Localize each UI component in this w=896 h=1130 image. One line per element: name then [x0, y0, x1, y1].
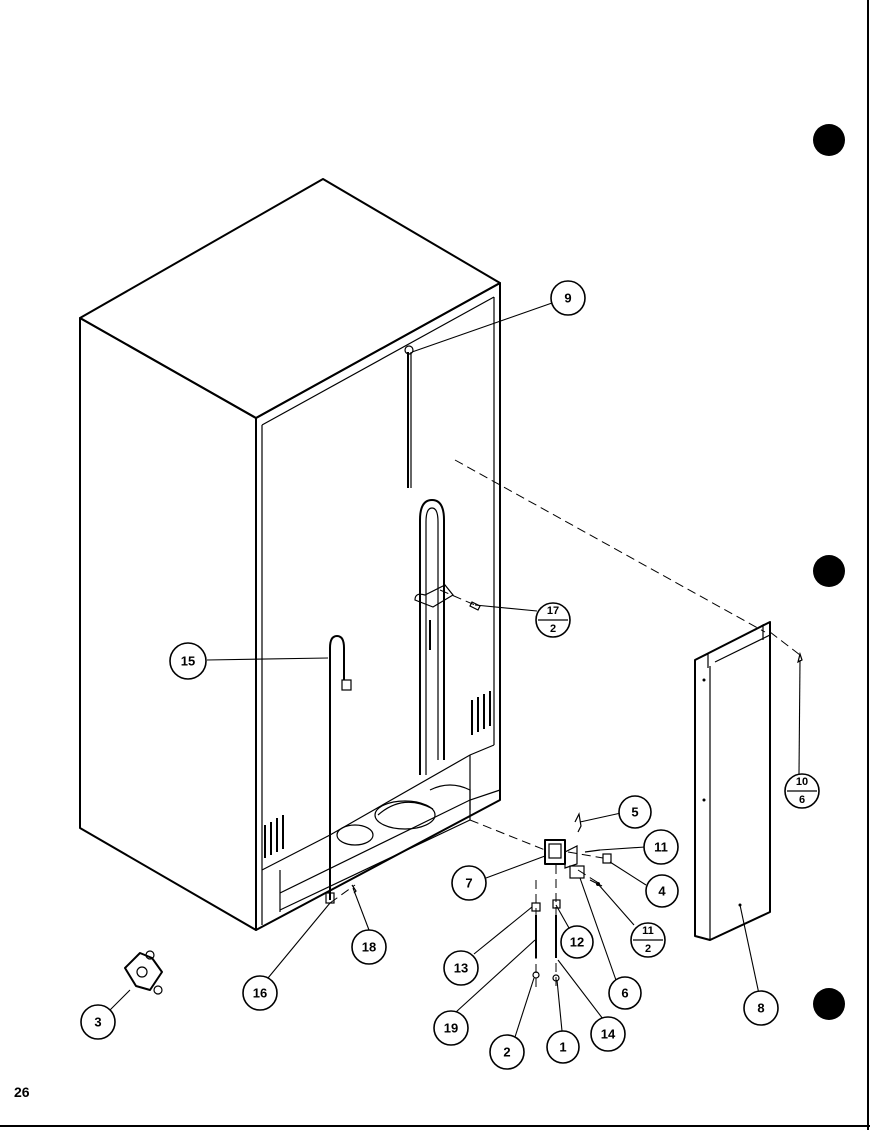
svg-text:3: 3 — [94, 1015, 101, 1030]
punch-hole-top — [813, 124, 845, 156]
part-15-tube — [325, 635, 352, 904]
part-8-bracket — [694, 621, 771, 941]
page-number: 26 — [14, 1084, 30, 1100]
callout-1: 1 — [546, 1030, 580, 1064]
svg-text:2: 2 — [645, 943, 651, 955]
svg-text:6: 6 — [621, 986, 628, 1001]
svg-text:11: 11 — [642, 925, 654, 937]
valve-assembly — [544, 812, 612, 887]
part-3-fitting — [124, 950, 163, 995]
callout-14: 14 — [590, 1016, 626, 1052]
callout-17-over-2: 17 2 — [535, 602, 571, 638]
svg-text:8: 8 — [757, 1001, 764, 1016]
callout-4: 4 — [645, 874, 679, 908]
callout-11: 11 — [643, 829, 679, 865]
svg-text:18: 18 — [362, 940, 376, 955]
svg-text:15: 15 — [181, 654, 195, 669]
callout-11-over-2: 11 2 — [630, 922, 666, 958]
refrigerator-cabinet — [79, 178, 501, 931]
svg-text:5: 5 — [631, 805, 638, 820]
callout-8: 8 — [743, 990, 779, 1026]
callout-2: 2 — [489, 1034, 525, 1070]
svg-text:12: 12 — [570, 935, 584, 950]
punch-hole-middle — [813, 555, 845, 587]
callout-18: 18 — [351, 929, 387, 965]
part-9-tube — [404, 345, 414, 488]
water-tube-loop — [414, 499, 454, 775]
svg-text:11: 11 — [654, 840, 668, 855]
svg-text:9: 9 — [564, 291, 571, 306]
callout-5: 5 — [618, 795, 652, 829]
callout-12: 12 — [560, 925, 594, 959]
punch-hole-bottom — [813, 988, 845, 1020]
svg-text:10: 10 — [796, 776, 808, 788]
svg-text:17: 17 — [547, 605, 559, 617]
binder-punch-holes — [813, 124, 845, 1020]
svg-text:13: 13 — [454, 961, 468, 976]
callout-16: 16 — [242, 975, 278, 1011]
callout-3: 3 — [80, 1004, 116, 1040]
page-border — [0, 0, 870, 1130]
callout-6: 6 — [608, 976, 642, 1010]
svg-text:7: 7 — [465, 876, 472, 891]
svg-text:14: 14 — [601, 1027, 616, 1042]
svg-text:16: 16 — [253, 986, 267, 1001]
svg-text:6: 6 — [799, 794, 805, 806]
callout-15: 15 — [169, 642, 207, 680]
callout-19: 19 — [433, 1010, 469, 1046]
svg-text:2: 2 — [550, 623, 556, 635]
svg-text:2: 2 — [503, 1045, 510, 1060]
svg-text:19: 19 — [444, 1021, 458, 1036]
callout-9: 9 — [550, 280, 586, 316]
callout-13: 13 — [443, 950, 479, 986]
leader-lines — [109, 302, 801, 1038]
callout-7: 7 — [451, 865, 487, 901]
callout-10-over-6: 10 6 — [784, 773, 820, 809]
svg-text:1: 1 — [559, 1040, 566, 1055]
assembly-dashed-lines — [329, 459, 801, 990]
svg-text:4: 4 — [658, 884, 666, 899]
